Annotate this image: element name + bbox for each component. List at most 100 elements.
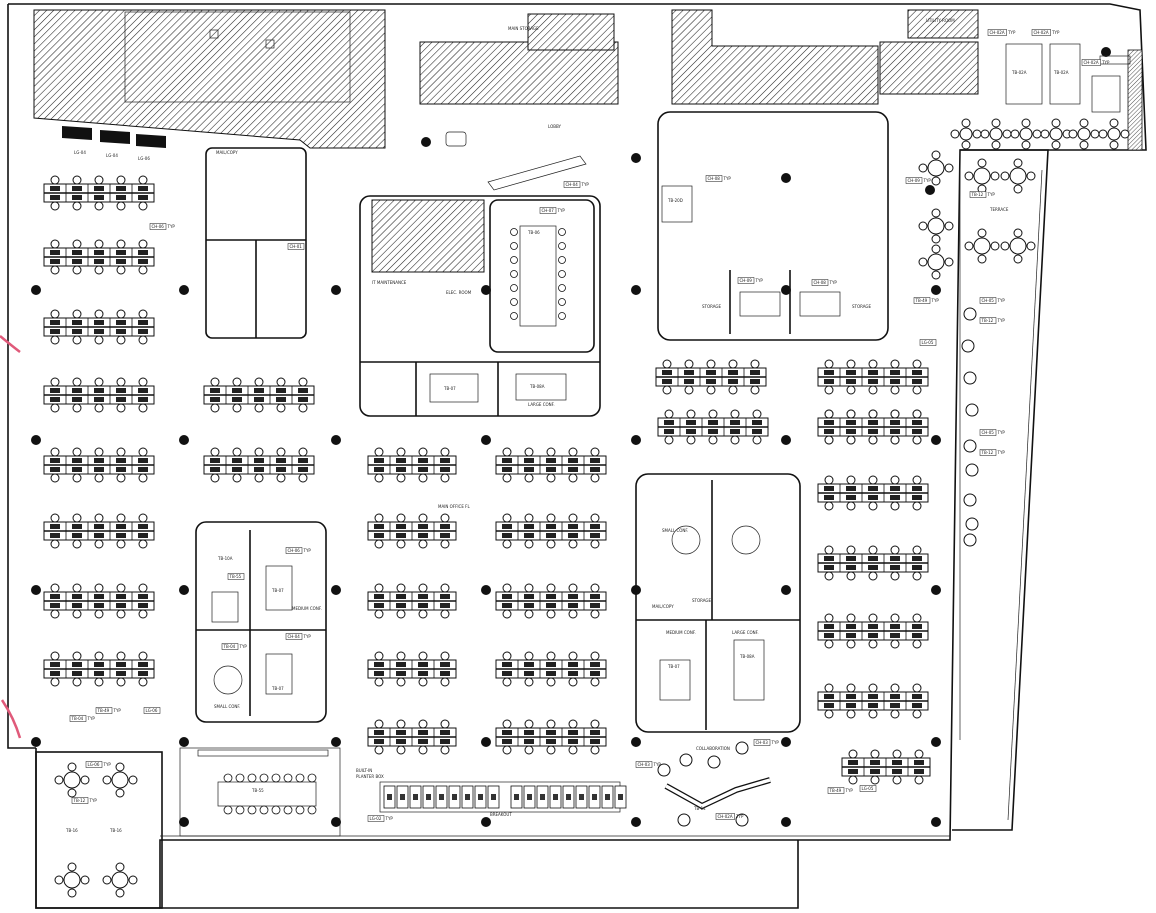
svg-text:TYP: TYP: [987, 192, 996, 197]
column: [781, 817, 791, 827]
workstation-cluster: [817, 683, 929, 719]
column: [331, 585, 341, 595]
room-label: MAIN OFFICE FL: [438, 504, 470, 509]
conference-tables: [211, 43, 1131, 807]
furniture-tag: TB-55: [227, 573, 245, 580]
column: [481, 285, 491, 295]
svg-text:TYP: TYP: [1051, 30, 1060, 35]
round-table: [918, 244, 954, 280]
column: [631, 737, 641, 747]
lounge-chair: [965, 517, 979, 531]
column: [331, 285, 341, 295]
lounge-chair: [963, 439, 977, 453]
workstation-cluster: [203, 377, 315, 413]
workstation-cluster: [367, 447, 457, 483]
column: [31, 435, 41, 445]
column: [421, 137, 431, 147]
svg-text:TYP: TYP: [653, 762, 662, 767]
svg-text:TYP: TYP: [557, 208, 566, 213]
room-label: BUILT-IN: [356, 768, 372, 773]
svg-text:CH-04: CH-04: [288, 634, 301, 639]
room-label: SMALL CONF.: [214, 704, 240, 709]
round-table: [918, 208, 954, 244]
room-label: UTILITY ROOM: [926, 18, 955, 23]
workstation-cluster: [495, 583, 607, 619]
svg-text:CH-04: CH-04: [566, 182, 579, 187]
svg-text:TB-12: TB-12: [981, 318, 994, 323]
workstation-cluster: [43, 175, 155, 211]
svg-text:CH-07: CH-07: [542, 208, 555, 213]
svg-text:TB-04: TB-04: [71, 716, 84, 721]
markup-annotations: [0, 335, 22, 739]
column: [781, 585, 791, 595]
svg-text:TYP: TYP: [1007, 30, 1016, 35]
table-label: TB-20D: [667, 198, 683, 203]
svg-text:CH-02A: CH-02A: [1034, 30, 1049, 35]
svg-text:CH-09: CH-09: [740, 278, 753, 283]
column: [781, 435, 791, 445]
column: [631, 285, 641, 295]
workstation-cluster: [495, 719, 607, 755]
column: [179, 737, 189, 747]
svg-text:TYP: TYP: [755, 278, 764, 283]
workstation-cluster: [43, 447, 155, 483]
table-label: TB-07: [667, 664, 680, 669]
lounge-chair: [963, 307, 977, 321]
table-label: TB-14: [693, 806, 706, 811]
table-label: TB-10A: [217, 556, 233, 561]
workstation-cluster: [203, 447, 315, 483]
round-table: [964, 158, 1000, 194]
svg-text:TB-12: TB-12: [971, 192, 984, 197]
svg-text:TYP: TYP: [845, 788, 854, 793]
room-label: LOBBY: [548, 124, 562, 129]
column: [331, 817, 341, 827]
furniture-tag: LG-05: [919, 339, 937, 346]
column: [179, 585, 189, 595]
lounge-seating: [54, 118, 1130, 898]
column: [179, 817, 189, 827]
round-table: [1068, 118, 1100, 150]
lounge-chair: [965, 403, 979, 417]
column: [781, 173, 791, 183]
workstation-cluster: [655, 359, 767, 395]
workstation-cluster: [495, 651, 607, 687]
column: [931, 435, 941, 445]
room-label: LG-04: [74, 150, 86, 155]
svg-text:TYP: TYP: [239, 644, 248, 649]
room-label: BREAKOUT: [490, 812, 512, 817]
table-label: TB-55: [251, 788, 264, 793]
svg-text:TYP: TYP: [997, 430, 1006, 435]
svg-text:TYP: TYP: [303, 548, 312, 553]
workstation-cluster: [43, 513, 155, 549]
svg-text:CH-08: CH-08: [814, 280, 827, 285]
svg-text:TB-55: TB-55: [229, 574, 242, 579]
table-label: TB-02A: [1011, 70, 1027, 75]
column: [931, 737, 941, 747]
svg-text:TB-12: TB-12: [73, 798, 86, 803]
workstation-cluster: [495, 447, 607, 483]
svg-text:TB-49: TB-49: [97, 708, 110, 713]
column: [481, 585, 491, 595]
svg-text:CH-06: CH-06: [152, 224, 165, 229]
lounge-chair: [963, 533, 977, 547]
column: [931, 817, 941, 827]
workstation-cluster: [817, 475, 929, 511]
round-table: [964, 228, 1000, 264]
workstation-cluster: [495, 513, 607, 549]
table-label: TB-16: [65, 828, 78, 833]
workstation-cluster: [817, 545, 929, 581]
room-label: LARGE CONF.: [732, 630, 759, 635]
